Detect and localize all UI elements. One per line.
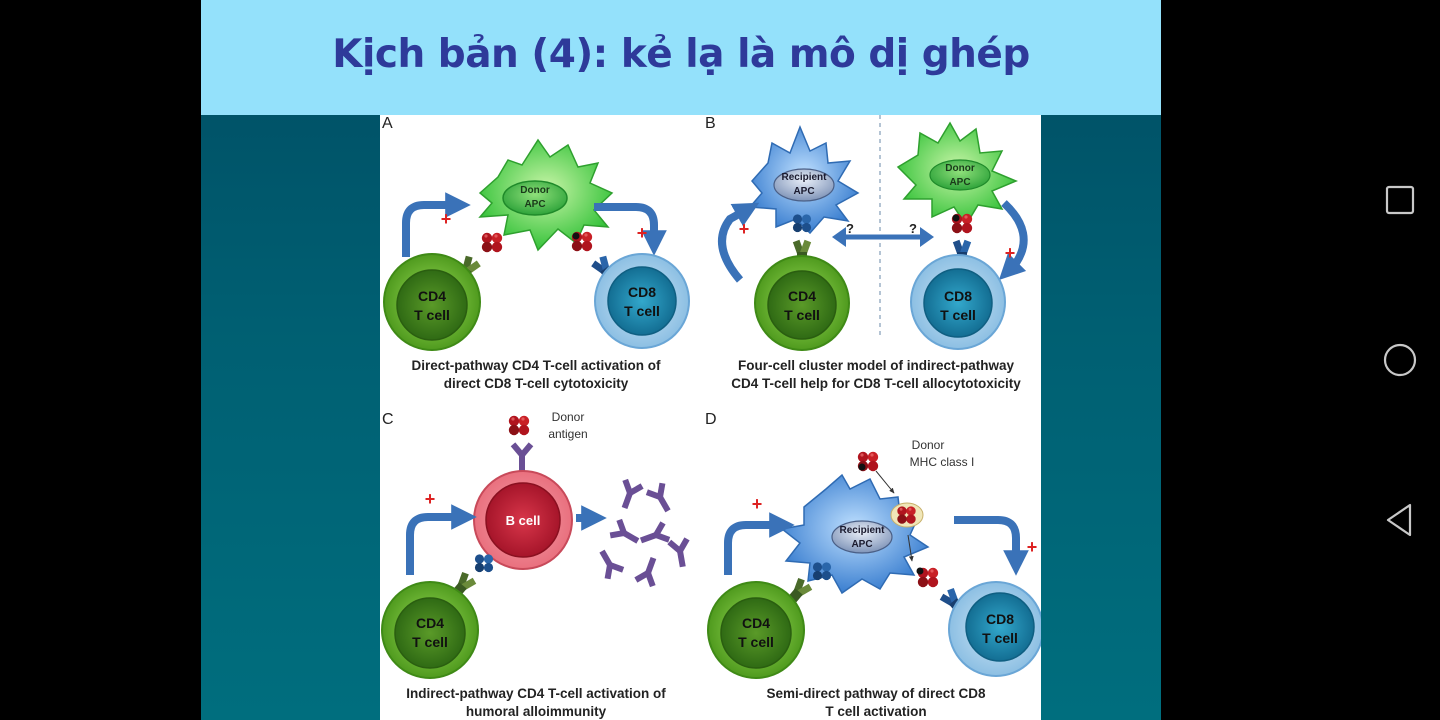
figure-label: + xyxy=(752,494,763,514)
figure-label: T cell xyxy=(940,307,976,323)
figure-label: humoral alloimmunity xyxy=(466,704,607,719)
figure-label: T cell xyxy=(412,634,448,650)
figure-label: T cell xyxy=(982,630,1018,646)
panel-b-letter: B xyxy=(705,115,716,132)
panel-a: A Donor APC + + CD4 T cell xyxy=(382,115,690,391)
antibodies-cluster xyxy=(592,477,694,589)
figure-label: Donor xyxy=(945,163,975,174)
figure-label: direct CD8 T-cell cytotoxicity xyxy=(444,376,629,391)
activation-arrow-c xyxy=(406,504,477,575)
activation-arrow-right xyxy=(594,203,667,256)
figure-label: CD4 xyxy=(416,615,444,631)
figure-label: T cell activation xyxy=(825,704,926,719)
figure-label: APC xyxy=(949,177,970,188)
activation-arrow-b-right xyxy=(998,200,1028,281)
figure-label: Recipient xyxy=(839,525,885,536)
figure-label: T cell xyxy=(414,307,450,323)
circle-icon xyxy=(1383,343,1417,377)
figure-label: + xyxy=(425,489,436,509)
immunology-figure: A Donor APC + + CD4 T cell xyxy=(380,115,1041,720)
figure-label: Recipient xyxy=(781,172,827,183)
figure-label: + xyxy=(739,219,750,239)
figure-svg: A Donor APC + + CD4 T cell xyxy=(381,115,1041,719)
figure-label: antigen xyxy=(548,427,587,441)
panel-d: D Donor MHC class I Recipient APC xyxy=(705,411,1041,719)
figure-label: T cell xyxy=(624,303,660,319)
figure-label: Donor xyxy=(912,438,945,452)
apc-nucleus xyxy=(502,180,568,216)
figure-label: CD4 T-cell help for CD8 T-cell allocytot… xyxy=(731,376,1021,391)
mhc-blue-c xyxy=(474,554,494,573)
figure-label: + xyxy=(441,209,452,229)
activation-arrow-d-left xyxy=(724,512,795,575)
figure-label: ? xyxy=(909,221,917,236)
figure-label: CD8 xyxy=(986,611,1014,627)
panel-a-caption: Direct-pathway CD4 T-cell activation of xyxy=(411,358,661,373)
panel-b-caption: Four-cell cluster model of indirect-path… xyxy=(738,358,1015,373)
figure-label: CD4 xyxy=(418,288,446,304)
figure-label: Donor xyxy=(520,185,550,196)
figure-label: APC xyxy=(851,539,872,550)
figure-label: T cell xyxy=(738,634,774,650)
panel-c-letter: C xyxy=(382,411,394,428)
panel-b: B Recipient APC Donor APC ? ? xyxy=(705,115,1028,391)
home-button[interactable] xyxy=(1378,338,1422,382)
donor-antigen xyxy=(508,415,530,436)
figure-label: CD8 xyxy=(944,288,972,304)
figure-label: Donor xyxy=(552,410,585,424)
back-button[interactable] xyxy=(1378,498,1422,542)
figure-label: + xyxy=(1005,243,1016,263)
activation-arrow-left xyxy=(402,192,471,257)
figure-label: + xyxy=(637,223,648,243)
figure-label: CD4 xyxy=(788,288,816,304)
figure-label: B cell xyxy=(506,513,541,528)
mhc-class-ii xyxy=(481,232,503,253)
panel-c: C Donor antigen B cell + xyxy=(381,410,694,719)
triangle-back-icon xyxy=(1386,503,1412,537)
square-icon xyxy=(1385,185,1415,215)
presentation-slide: Kịch bản (4): kẻ lạ là mô dị ghép xyxy=(201,0,1161,720)
endosome xyxy=(890,502,924,528)
panel-a-letter: A xyxy=(382,115,393,132)
panel-d-letter: D xyxy=(705,411,717,428)
figure-label: CD4 xyxy=(742,615,770,631)
android-nav-bar xyxy=(1360,0,1440,720)
figure-label: APC xyxy=(524,199,545,210)
panel-c-caption: Indirect-pathway CD4 T-cell activation o… xyxy=(406,686,666,701)
bcr-antibody xyxy=(510,442,534,471)
figure-label: T cell xyxy=(784,307,820,323)
panel-d-caption: Semi-direct pathway of direct CD8 xyxy=(766,686,986,701)
recents-button[interactable] xyxy=(1378,178,1422,222)
figure-label: CD8 xyxy=(628,284,656,300)
slide-title: Kịch bản (4): kẻ lạ là mô dị ghép xyxy=(332,32,1030,77)
activation-arrow-d-right xyxy=(954,516,1029,576)
figure-label: + xyxy=(1027,537,1038,557)
activation-arrow-b-left xyxy=(718,202,760,283)
figure-label: MHC class I xyxy=(910,455,975,469)
title-band xyxy=(201,0,1161,115)
figure-label: APC xyxy=(793,186,814,197)
figure-label: ? xyxy=(846,221,854,236)
